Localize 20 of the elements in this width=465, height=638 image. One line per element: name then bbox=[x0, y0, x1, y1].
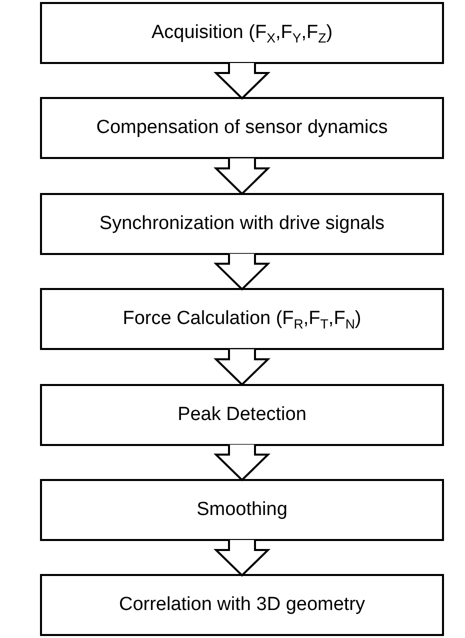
step-label: Force Calculation (F$_{R}$,F$_{T}$,F$_{N}$) bbox=[122, 308, 362, 330]
step-label: Smoothing bbox=[196, 499, 288, 521]
block-arrow bbox=[214, 539, 270, 577]
block-arrow bbox=[214, 252, 270, 291]
process-box bbox=[40, 384, 444, 446]
step-label: Compensation of sensor dynamics bbox=[96, 117, 388, 140]
step-label: Peak Detection bbox=[178, 404, 306, 426]
block-arrow bbox=[214, 157, 270, 196]
process-box bbox=[40, 2, 444, 64]
step-label: Correlation with 3D geometry bbox=[118, 594, 366, 616]
process-box bbox=[40, 97, 444, 160]
step-label: Synchronization with drive signals bbox=[99, 212, 385, 235]
block-arrow bbox=[214, 444, 270, 482]
process-box bbox=[40, 192, 444, 255]
process-box bbox=[40, 574, 444, 636]
process-box bbox=[40, 479, 444, 541]
process-box bbox=[40, 288, 444, 350]
block-arrow bbox=[214, 62, 270, 100]
block-arrow bbox=[214, 348, 270, 386]
step-label: Acquisition (F$_{X}$,F$_{Y}$,F$_{Z}$) bbox=[151, 22, 333, 44]
